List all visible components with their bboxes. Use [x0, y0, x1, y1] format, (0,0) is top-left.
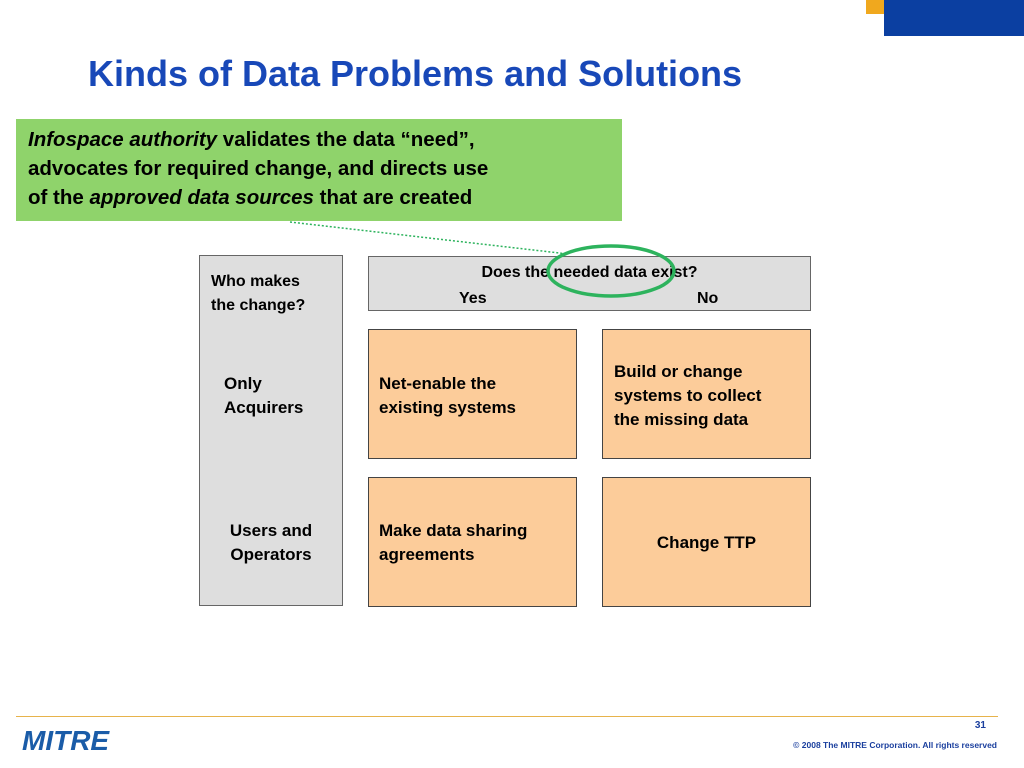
callout-line-2: advocates for required change, and direc… — [28, 157, 489, 180]
cell-change-ttp-text: Change TTP — [656, 533, 757, 552]
highlight-ellipse — [546, 244, 676, 298]
page-number: 31 — [974, 720, 986, 731]
data-exists-header: Does the needed data exist? Yes No — [368, 256, 811, 311]
callout-emphasis-sources: approved data sources — [89, 186, 314, 209]
callout-line-3: of the approved data sources that are cr… — [28, 183, 610, 212]
dotted-connector-line — [289, 221, 569, 255]
callout-box: Infospace authority validates the data “… — [16, 119, 622, 221]
who-line-2: the change? — [211, 297, 306, 314]
row2-line-1: Users and — [229, 521, 313, 540]
cell-build-text: Build or change systems to collect the m… — [614, 360, 761, 432]
row-label-only-acquirers: Only Acquirers — [224, 372, 303, 420]
who-makes-change-column: Who makes the change? Only Acquirers Use… — [199, 255, 343, 606]
cell-net-enable-line-2: existing systems — [379, 398, 517, 417]
copyright-notice: © 2008 The MITRE Corporation. All rights… — [793, 740, 997, 750]
cell-data-sharing: Make data sharing agreements — [368, 477, 577, 607]
data-exists-question: Does the needed data exist? — [481, 264, 698, 281]
cell-change-ttp: Change TTP — [602, 477, 811, 607]
who-makes-change-label: Who makes the change? — [211, 270, 305, 318]
column-no-label: No — [697, 290, 719, 307]
callout-line-1-text: validates the data “need”, — [217, 128, 475, 151]
row-label-users-operators: Users and Operators — [200, 519, 342, 567]
cell-build-line-3: the missing data — [614, 410, 749, 429]
callout-line-1: Infospace authority validates the data “… — [28, 125, 610, 154]
mitre-logo: MITRE — [22, 725, 110, 756]
footer-divider — [16, 716, 998, 717]
row2-line-2: Operators — [230, 545, 312, 564]
cell-net-enable-text: Net-enable the existing systems — [379, 372, 516, 420]
slide-title: Kinds of Data Problems and Solutions — [88, 53, 743, 94]
corner-accent-orange — [866, 0, 884, 14]
column-yes-label: Yes — [459, 290, 487, 307]
row1-line-1: Only — [224, 374, 262, 393]
corner-accent-blue — [884, 0, 1024, 36]
cell-build-line-1: Build or change — [614, 362, 743, 381]
cell-sharing-text: Make data sharing agreements — [379, 519, 527, 567]
row1-line-2: Acquirers — [224, 398, 304, 417]
who-line-1: Who makes — [211, 273, 300, 290]
cell-build-or-change: Build or change systems to collect the m… — [602, 329, 811, 459]
callout-emphasis-infospace: Infospace authority — [28, 128, 218, 151]
cell-net-enable: Net-enable the existing systems — [368, 329, 577, 459]
cell-sharing-line-2: agreements — [379, 545, 475, 564]
callout-line-3-start: of the — [28, 186, 90, 209]
cell-net-enable-line-1: Net-enable the — [379, 374, 497, 393]
callout-line-3-text: that are created — [313, 186, 473, 209]
cell-sharing-line-1: Make data sharing — [379, 521, 528, 540]
mitre-logo-text: MITRE — [22, 725, 110, 756]
cell-build-line-2: systems to collect — [614, 386, 762, 405]
